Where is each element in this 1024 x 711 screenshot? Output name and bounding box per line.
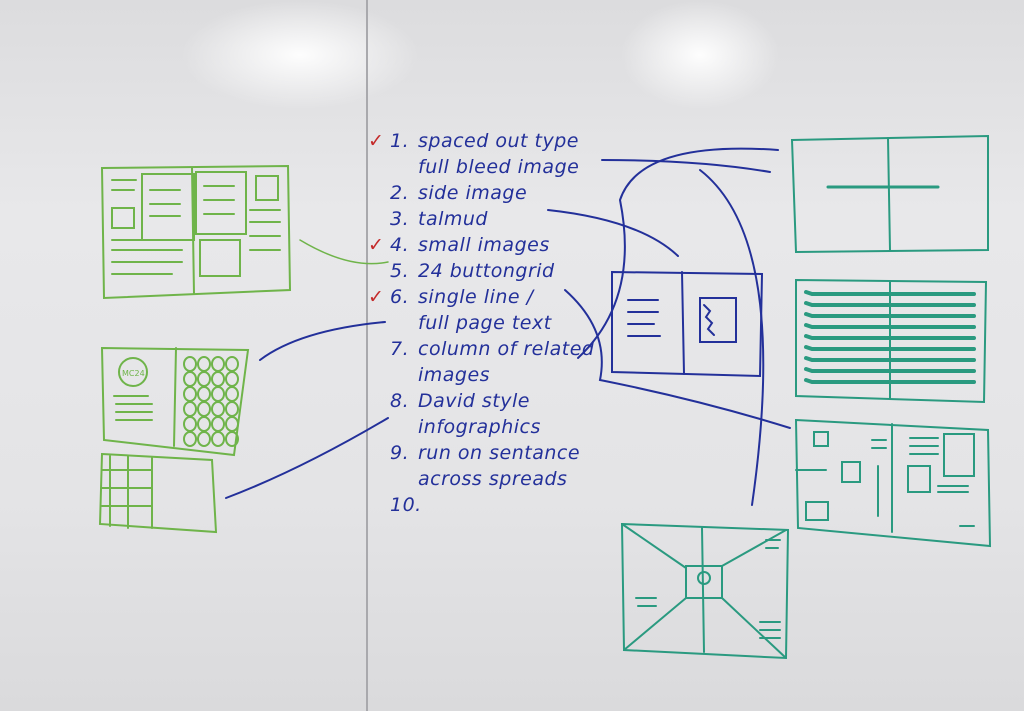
button-circle [197, 356, 211, 372]
talmud-sketch [100, 164, 389, 300]
small-images-sketch [794, 418, 992, 548]
list-item-text: small images [418, 234, 550, 256]
whiteboard-seam [366, 0, 368, 711]
light-glare [620, 0, 780, 110]
scribble-line [804, 378, 976, 384]
list-item-number: 1. [390, 130, 410, 152]
list-item-number: 4. [390, 234, 410, 256]
list-item: 2. side image [390, 180, 594, 206]
button-circle [183, 371, 197, 387]
list-item-number: 7. [390, 338, 410, 360]
list-item-text: across spreads [418, 468, 568, 490]
list-item: ✓6. single line / full page text [368, 284, 594, 336]
list-item-text: side image [418, 182, 528, 204]
list-item-number: 5. [390, 260, 410, 282]
list-item-number: 2. [390, 182, 410, 204]
column-images-sketch [98, 452, 218, 534]
check-mark-icon: ✓ [368, 130, 385, 152]
check-mark-icon: ✓ [368, 234, 385, 256]
list-item: ✓1. spaced out type full bleed image [368, 128, 594, 180]
list-item: ✓4. small images [368, 232, 594, 258]
scribble-line [804, 290, 976, 296]
button-circle [211, 401, 225, 417]
button-circle [183, 386, 197, 402]
buttongrid-sketch: MC24 [100, 346, 250, 457]
list-item-text: images [418, 364, 491, 386]
list-item-number: 3. [390, 208, 410, 230]
scribble-line [804, 323, 976, 329]
scribble-line [804, 312, 976, 318]
button-circle [197, 371, 211, 387]
button-circle [211, 386, 225, 402]
list-item: 9. run on sentance across spreads [390, 440, 594, 492]
scribble-line [804, 367, 976, 373]
light-glare [180, 0, 420, 110]
button-circle [197, 401, 211, 417]
scribble-line [804, 345, 976, 351]
list-item: 8. David style infographics [390, 388, 594, 440]
list-item-number: 6. [390, 286, 410, 308]
list-item-number: 10. [390, 494, 422, 516]
list-item: 10. [390, 492, 594, 518]
list-item-number: 8. [390, 390, 410, 412]
scribble-line [804, 301, 976, 307]
button-circle [225, 371, 239, 387]
mc24-label: MC24 [122, 369, 145, 378]
button-circle [211, 416, 225, 432]
list-item-text: single line / [418, 286, 534, 308]
list-item-text: full bleed image [418, 156, 580, 178]
list-item-text: infographics [418, 416, 541, 438]
list-item: 7. column of related images [390, 336, 594, 388]
button-circle [183, 401, 197, 417]
button-circle [225, 401, 239, 417]
list-item-text: full page text [418, 312, 552, 334]
list-item-text: spaced out type [418, 130, 579, 152]
check-mark-icon: ✓ [368, 286, 385, 308]
list-item-text: 24 buttongrid [418, 260, 555, 282]
list-item: 5. 24 buttongrid [390, 258, 594, 284]
list-item-text: David style [418, 390, 530, 412]
button-circle [197, 431, 211, 447]
button-circle [183, 416, 197, 432]
scribble-line [804, 356, 976, 362]
button-circle [211, 356, 225, 372]
list-item-number: 9. [390, 442, 410, 464]
button-circle [225, 431, 239, 447]
button-circle [197, 386, 211, 402]
button-circle [211, 431, 225, 447]
button-circle [183, 431, 197, 447]
list-item-text: run on sentance [418, 442, 581, 464]
side-image-sketch [611, 270, 764, 378]
button-circle [197, 416, 211, 432]
full-page-text-sketch [795, 278, 988, 404]
list-item: 3. talmud [390, 206, 594, 232]
infographic-sketch [620, 522, 790, 660]
scribble-line [804, 334, 976, 340]
list-item-text: column of related [418, 338, 595, 360]
full-bleed-sketch [790, 134, 989, 254]
button-circle [183, 356, 197, 372]
button-circle [225, 386, 239, 402]
button-circle [225, 416, 239, 432]
list-item-text: talmud [418, 208, 488, 230]
button-circle [225, 356, 239, 372]
arrows [225, 147, 791, 506]
button-circle [211, 371, 225, 387]
